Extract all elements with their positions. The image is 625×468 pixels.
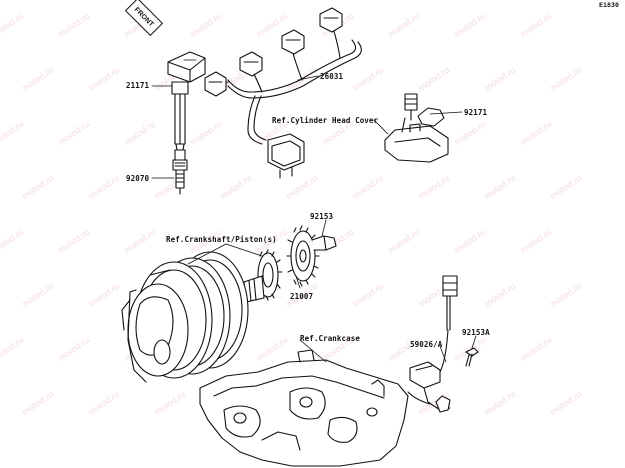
ref-label-crankshaft-pistons: Ref.Crankshaft/Piston(s) <box>166 235 277 244</box>
crankcase <box>199 349 409 467</box>
crankshaft-gears <box>121 249 283 383</box>
ignition-coil <box>167 51 206 151</box>
part-label-92070: 92070 <box>126 174 150 183</box>
part-label-92153: 92153 <box>310 212 334 221</box>
timing-rotor <box>286 225 337 287</box>
part-label-92153a: 92153A <box>462 328 490 337</box>
wire-harness <box>204 7 362 179</box>
part-label-21007: 21007 <box>290 292 314 301</box>
part-label-26031: 26031 <box>320 72 344 81</box>
ref-label-cylinder-head-cover: Ref.Cylinder Head Cover <box>272 116 379 125</box>
cam-sensor-assembly <box>384 93 449 163</box>
part-label-92171: 92171 <box>464 108 488 117</box>
diagram-code: E1830 <box>599 1 620 9</box>
part-label-59026a: 59026/A <box>410 340 443 349</box>
spark-plug <box>172 149 188 195</box>
crank-sensor <box>407 275 479 413</box>
ref-label-crankcase: Ref.Crankcase <box>300 334 360 343</box>
leader-lines <box>151 75 477 363</box>
part-label-21171: 21171 <box>126 81 150 90</box>
